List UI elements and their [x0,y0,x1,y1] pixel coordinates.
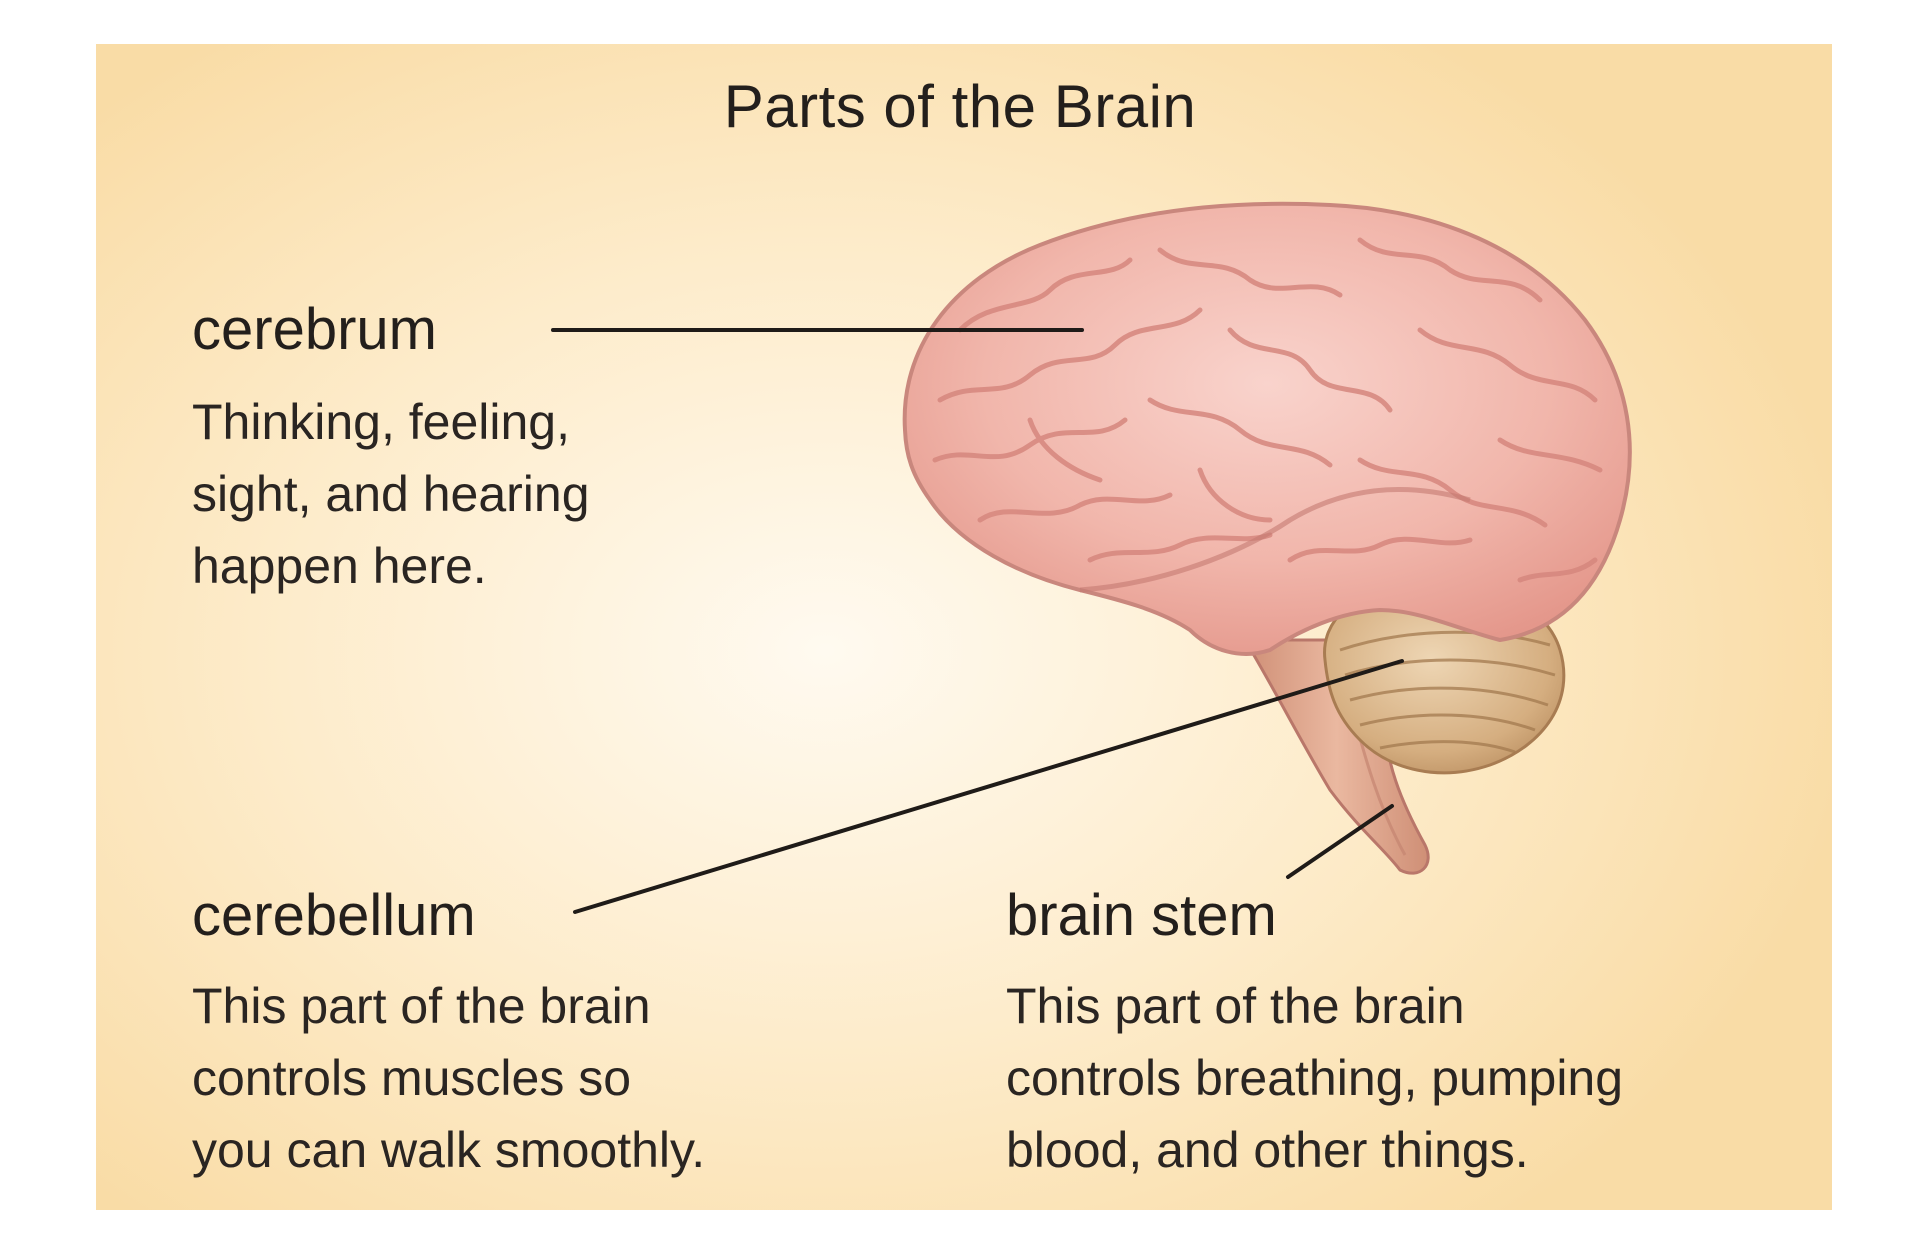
brain-stem-leader-line [1286,804,1394,879]
cerebrum-description: Thinking, feeling, sight, and hearing ha… [192,394,590,594]
brain-stem-description: This part of the brain controls breathin… [1006,978,1624,1178]
cerebellum-description: This part of the brain controls muscles … [192,978,706,1178]
cerebrum-folds [932,237,1603,583]
cerebrum-shape [902,201,1632,656]
cerebrum-label: cerebrum [192,297,437,362]
cerebellum-label: cerebellum [192,883,476,948]
leader-lines [551,328,1404,914]
brain-stem-label: brain stem [1006,883,1277,948]
cerebellum-leader-line [573,659,1404,914]
cerebellum-folds [1339,630,1556,754]
diagram-title: Parts of the Brain [723,73,1197,140]
